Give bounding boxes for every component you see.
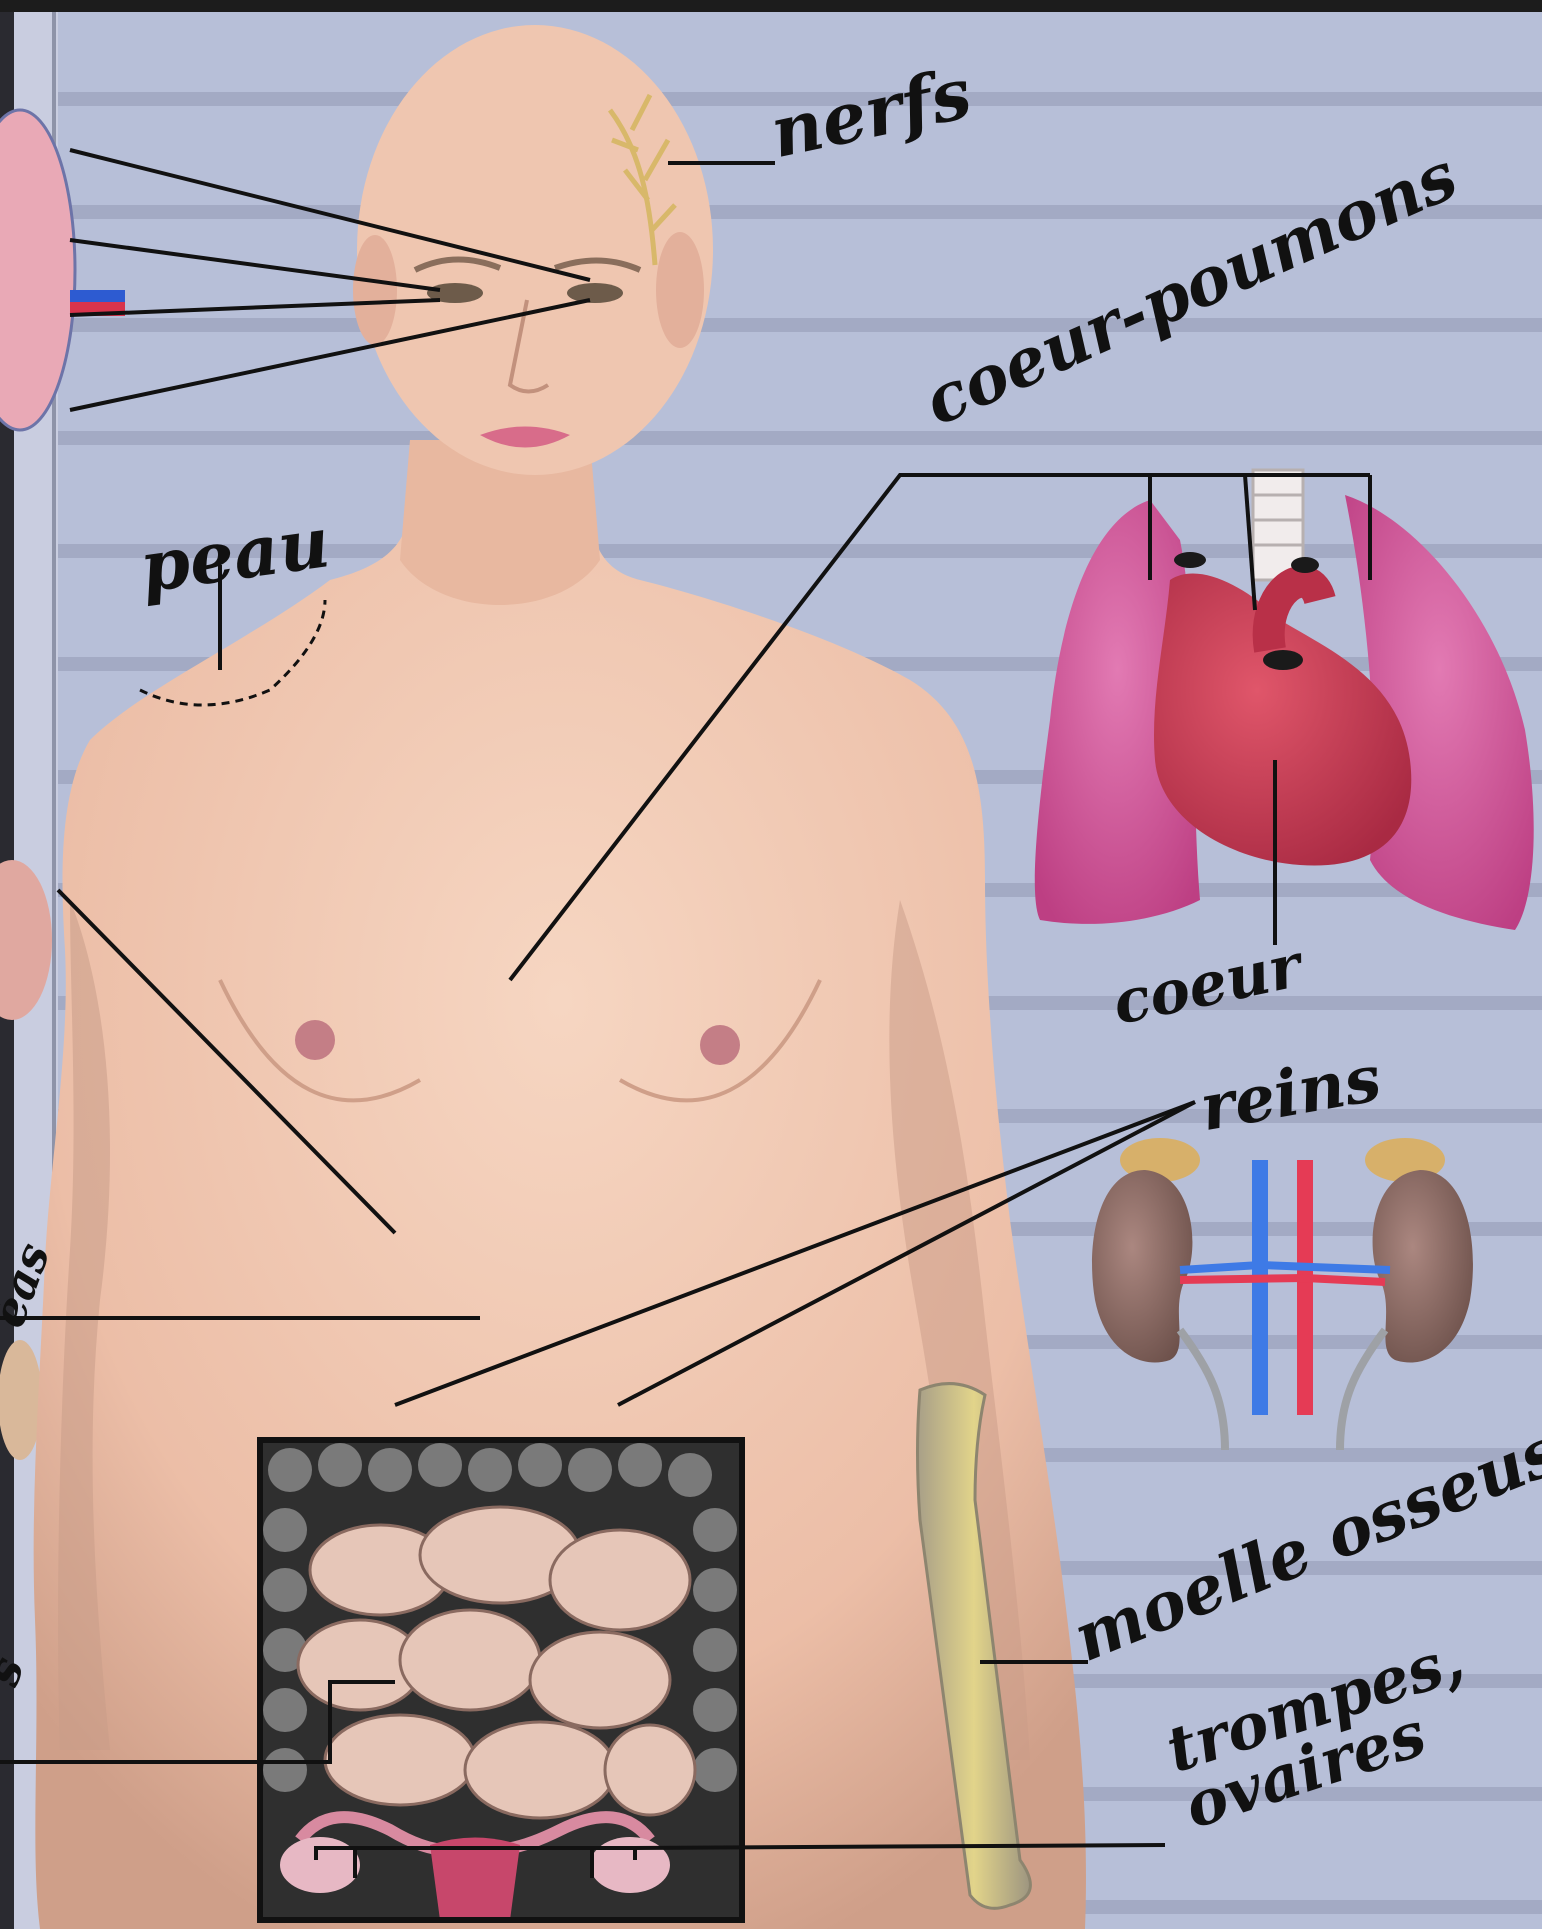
left-kidney [1092,1170,1192,1363]
right-breast-nipple [700,1025,740,1065]
left-ear [353,235,397,345]
right-eye [567,283,623,303]
top-border [0,0,1542,12]
heart-lungs-illustration [1035,470,1534,930]
small-intestine [298,1507,695,1818]
eye-diagram-fragment [0,110,75,430]
head [357,25,713,475]
left-breast-nipple [295,1020,335,1060]
kidneys-illustration [1092,1138,1473,1450]
right-ear [656,232,704,348]
